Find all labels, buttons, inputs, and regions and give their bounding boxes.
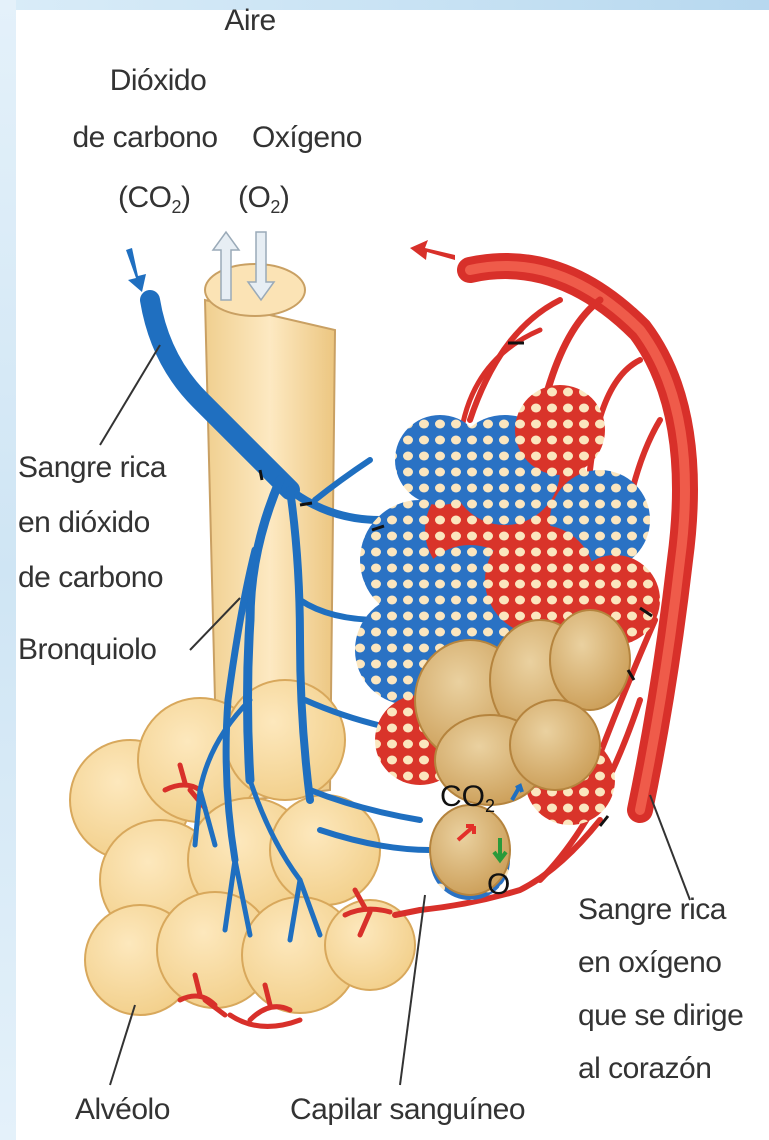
label-alveolo: Alvéolo — [75, 1092, 170, 1128]
gas-o-label: O — [487, 868, 510, 902]
label-sangre-o2-line1: Sangre rica — [578, 892, 726, 928]
label-bronquiolo: Bronquiolo — [18, 632, 156, 668]
label-dioxido-line1: Dióxido — [78, 63, 238, 99]
label-sangre-co2-line3: de carbono — [18, 560, 163, 596]
alveoli-cluster — [70, 680, 415, 1015]
label-sangre-o2-line4: al corazón — [578, 1051, 711, 1087]
alveolar-sac — [415, 610, 630, 895]
label-o2-formula: (O2) — [238, 180, 289, 225]
gas-co2-label: CO2 — [440, 780, 495, 817]
label-dioxido-line2: de carbono — [55, 120, 235, 156]
label-oxigeno: Oxígeno — [232, 120, 382, 156]
oxygenated-flow-arrow — [410, 240, 455, 260]
label-sangre-o2-line2: en oxígeno — [578, 945, 721, 981]
label-co2-formula: (CO2) — [118, 180, 191, 225]
label-sangre-co2-line2: en dióxido — [18, 505, 150, 541]
deoxygenated-flow-arrow — [126, 248, 146, 292]
label-sangre-o2-line3: que se dirige — [578, 998, 743, 1034]
label-aire: Aire — [205, 3, 295, 39]
label-capilar: Capilar sanguíneo — [290, 1092, 525, 1128]
label-sangre-co2-line1: Sangre rica — [18, 450, 166, 486]
